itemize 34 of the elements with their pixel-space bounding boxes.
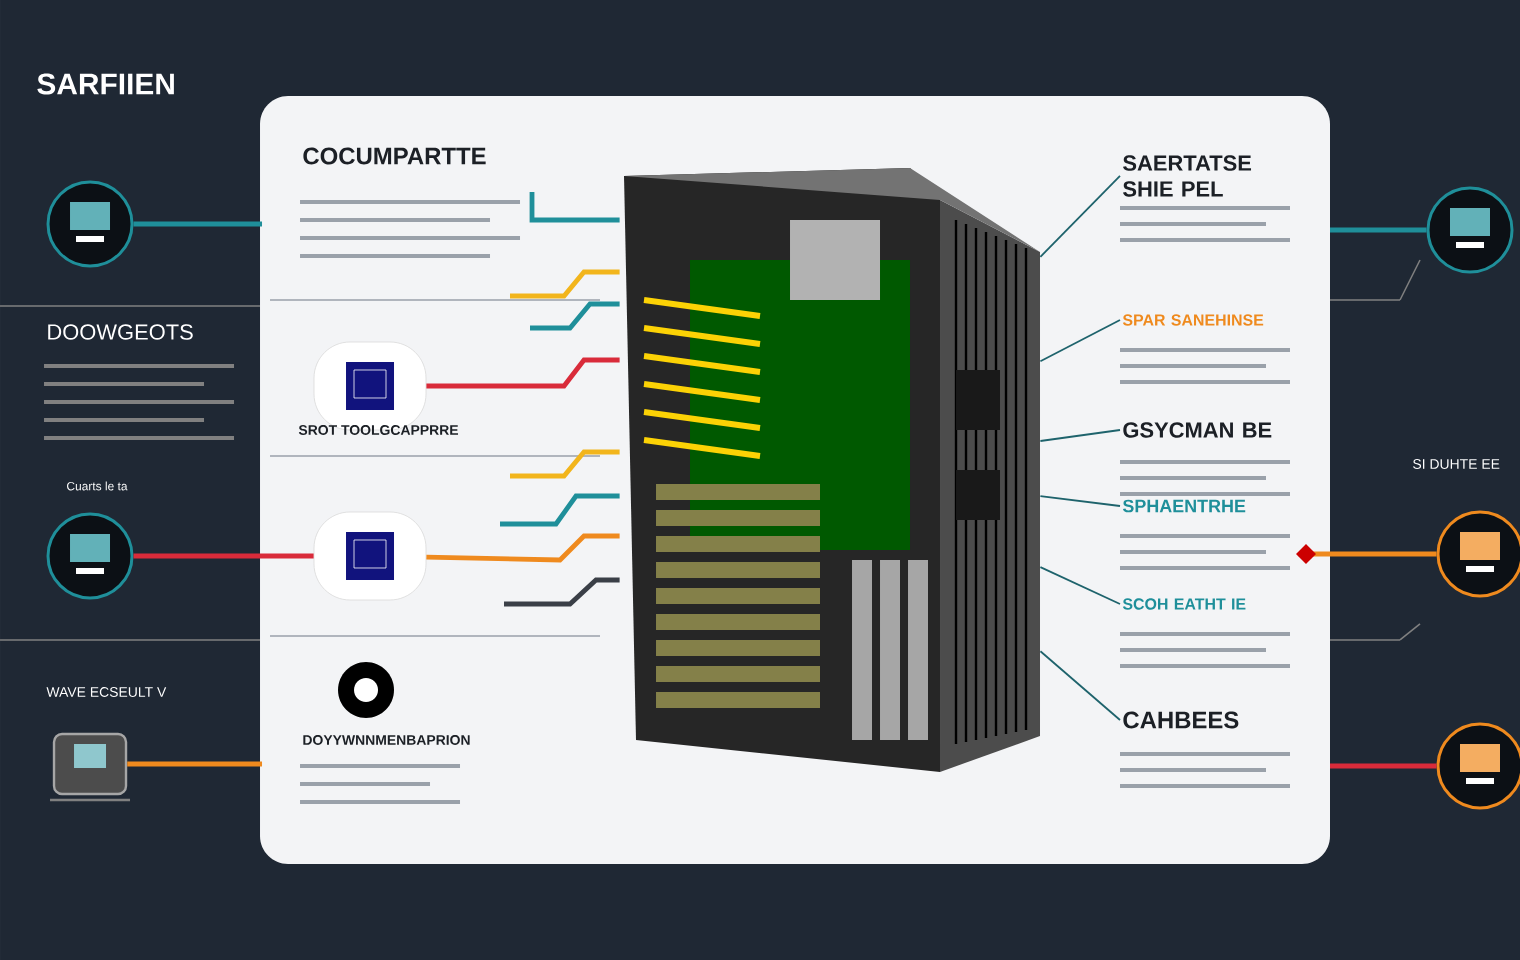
heading: SPHAENTRHE — [1122, 499, 1246, 513]
connector-line — [1330, 227, 1427, 233]
connector-line — [510, 269, 620, 299]
leader-line — [1039, 319, 1121, 363]
connector-line — [529, 192, 620, 223]
connector-line — [127, 761, 262, 767]
ring-icon — [338, 662, 394, 718]
heading: GSYCMAN BE — [1123, 422, 1272, 438]
connector-line — [426, 357, 620, 389]
connector-line — [133, 553, 314, 559]
connector-line — [504, 577, 620, 607]
chip-icon — [1426, 186, 1514, 274]
chip-icon — [46, 512, 134, 600]
connector-line — [500, 493, 620, 527]
heading: CAHBEES — [1123, 711, 1239, 729]
app-icon — [313, 511, 427, 601]
server-tower-drawing — [624, 168, 1040, 772]
connector-line — [510, 449, 620, 479]
monitor-icon — [50, 732, 130, 802]
leader-line — [1039, 175, 1121, 258]
heading: SAERTATSE SHIE PEL — [1123, 155, 1252, 197]
label: DOOWGEOTS — [48, 324, 193, 340]
leader-line — [1039, 495, 1121, 507]
connector-line — [133, 221, 262, 227]
connector-line — [1330, 763, 1437, 769]
label: COCUMPARTTE — [303, 147, 486, 165]
leader-line — [1039, 566, 1121, 605]
chip-icon — [1436, 510, 1520, 598]
leader-line — [1039, 429, 1121, 442]
connector-line — [426, 533, 620, 563]
connector-line — [530, 301, 620, 331]
chip-icon — [1436, 722, 1520, 810]
leader-line — [1039, 650, 1121, 721]
chip-icon — [46, 180, 134, 268]
